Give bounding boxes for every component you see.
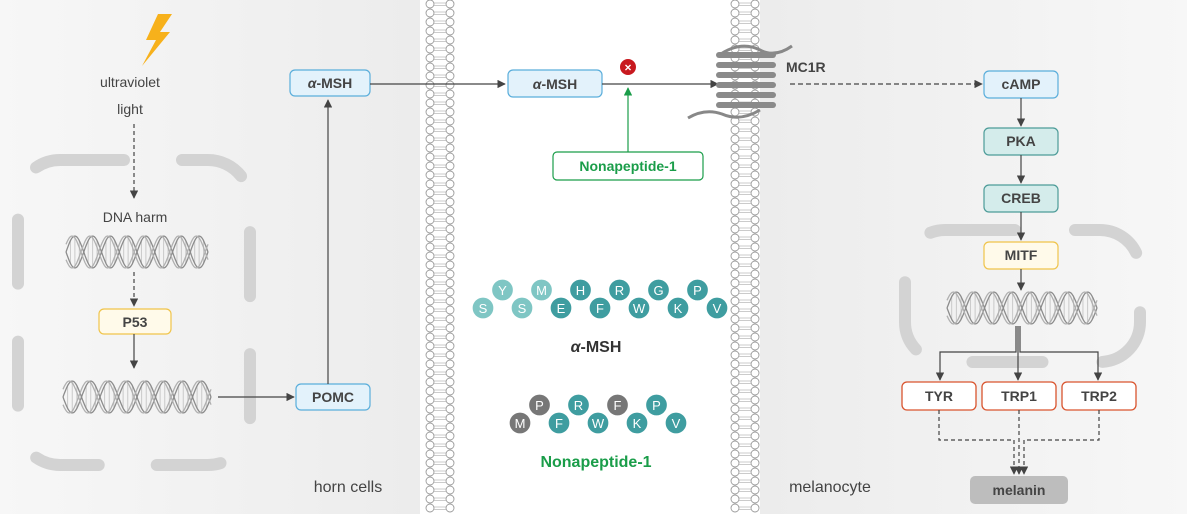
svg-text:PKA: PKA	[1006, 133, 1036, 149]
mc1r-receptor-icon	[687, 44, 793, 120]
amsh-residue-m: M	[529, 278, 554, 302]
svg-text:M: M	[515, 416, 526, 431]
svg-text:α-MSH: α-MSH	[533, 76, 577, 92]
svg-text:F: F	[614, 398, 622, 413]
svg-text:W: W	[592, 416, 605, 431]
nonapeptide-residue-v: V	[664, 411, 688, 435]
svg-text:M: M	[536, 283, 547, 298]
nonapeptide-node: Nonapeptide-1	[552, 151, 704, 181]
amsh-residue-h: H	[568, 278, 593, 302]
block-icon: ×	[620, 59, 636, 75]
nonapeptide-residue-f: F	[547, 411, 571, 435]
cell-membrane-left	[425, 0, 455, 513]
amsh-node-horn-cell: α-MSH	[289, 69, 371, 97]
amsh-residue-f: F	[588, 296, 612, 320]
nonapeptide-residue-f: F	[605, 393, 630, 417]
enzymes-to-melanin-connector	[938, 410, 1100, 475]
svg-text:P: P	[693, 283, 702, 298]
nonapeptide-residue-p: P	[527, 393, 552, 417]
svg-text:TRP2: TRP2	[1081, 388, 1117, 404]
nonapeptide-residue-w: W	[586, 411, 610, 435]
amsh-peptide-label: α-MSH	[571, 339, 622, 356]
lightning-bolt-icon	[142, 14, 172, 66]
melanocyte-label: melanocyte	[789, 479, 871, 496]
mitf-node: MITF	[983, 241, 1059, 270]
svg-text:H: H	[576, 283, 585, 298]
svg-text:melanin: melanin	[993, 482, 1046, 498]
nonapeptide-residue-p: P	[644, 393, 669, 417]
dna-harm-label: DNA harm	[103, 209, 168, 225]
amsh-residue-v: V	[705, 296, 729, 320]
amsh-residue-e: E	[549, 296, 573, 320]
amsh-residue-w: W	[627, 296, 651, 320]
svg-text:R: R	[615, 283, 624, 298]
trp2-node: TRP2	[1061, 381, 1137, 411]
amsh-residue-g: G	[646, 278, 671, 302]
svg-text:Nonapeptide-1: Nonapeptide-1	[579, 158, 676, 174]
svg-text:F: F	[555, 416, 563, 431]
svg-text:S: S	[518, 301, 527, 316]
svg-text:P: P	[535, 398, 544, 413]
svg-text:G: G	[653, 283, 663, 298]
dna-helix-upper	[65, 235, 209, 269]
svg-text:cAMP: cAMP	[1002, 76, 1041, 92]
svg-text:MITF: MITF	[1005, 247, 1038, 263]
svg-text:F: F	[596, 301, 604, 316]
nonapeptide-peptide-label: Nonapeptide-1	[540, 454, 651, 471]
svg-text:R: R	[574, 398, 583, 413]
nucleus-outline-right	[899, 224, 1146, 368]
svg-text:TRP1: TRP1	[1001, 388, 1037, 404]
uv-label-line1: ultraviolet	[100, 74, 160, 90]
svg-text:V: V	[713, 301, 722, 316]
dna-helix-lower	[62, 380, 212, 414]
pomc-node: POMC	[295, 383, 371, 411]
svg-text:TYR: TYR	[925, 388, 953, 404]
trp1-node: TRP1	[981, 381, 1057, 411]
svg-text:POMC: POMC	[312, 389, 354, 405]
melanocyte-region	[760, 0, 1187, 514]
amsh-residue-s: S	[510, 296, 534, 320]
p53-node: P53	[98, 308, 172, 335]
nonapeptide-residue-r: R	[566, 393, 591, 417]
creb-node: CREB	[983, 184, 1059, 213]
amsh-node-extracellular: α-MSH	[507, 69, 603, 98]
mc1r-label: MC1R	[786, 59, 826, 75]
svg-text:Y: Y	[498, 283, 507, 298]
uv-label-line2: light	[117, 101, 143, 117]
horn-cells-label: horn cells	[314, 479, 382, 496]
amsh-residue-y: Y	[490, 278, 515, 302]
pka-node: PKA	[983, 127, 1059, 156]
svg-text:CREB: CREB	[1001, 190, 1041, 206]
amsh-residue-p: P	[685, 278, 710, 302]
svg-text:W: W	[633, 301, 646, 316]
svg-text:P53: P53	[123, 314, 148, 330]
svg-text:×: ×	[624, 61, 631, 75]
amsh-residue-r: R	[607, 278, 632, 302]
tyr-node: TYR	[901, 381, 977, 411]
amsh-residue-s: S	[471, 296, 495, 320]
melanin-node: melanin	[970, 476, 1068, 504]
camp-node: cAMP	[983, 70, 1059, 99]
dna-to-enzymes-connector	[935, 326, 1103, 381]
nonapeptide-residue-m: M	[508, 411, 532, 435]
amsh-residue-k: K	[666, 296, 690, 320]
svg-text:V: V	[672, 416, 681, 431]
svg-text:α-MSH: α-MSH	[308, 75, 352, 91]
svg-text:S: S	[479, 301, 488, 316]
svg-text:K: K	[674, 301, 683, 316]
svg-text:P: P	[652, 398, 661, 413]
dna-helix-melanocyte	[946, 291, 1098, 325]
svg-text:E: E	[557, 301, 566, 316]
nonapeptide-residue-k: K	[625, 411, 649, 435]
svg-text:K: K	[633, 416, 642, 431]
